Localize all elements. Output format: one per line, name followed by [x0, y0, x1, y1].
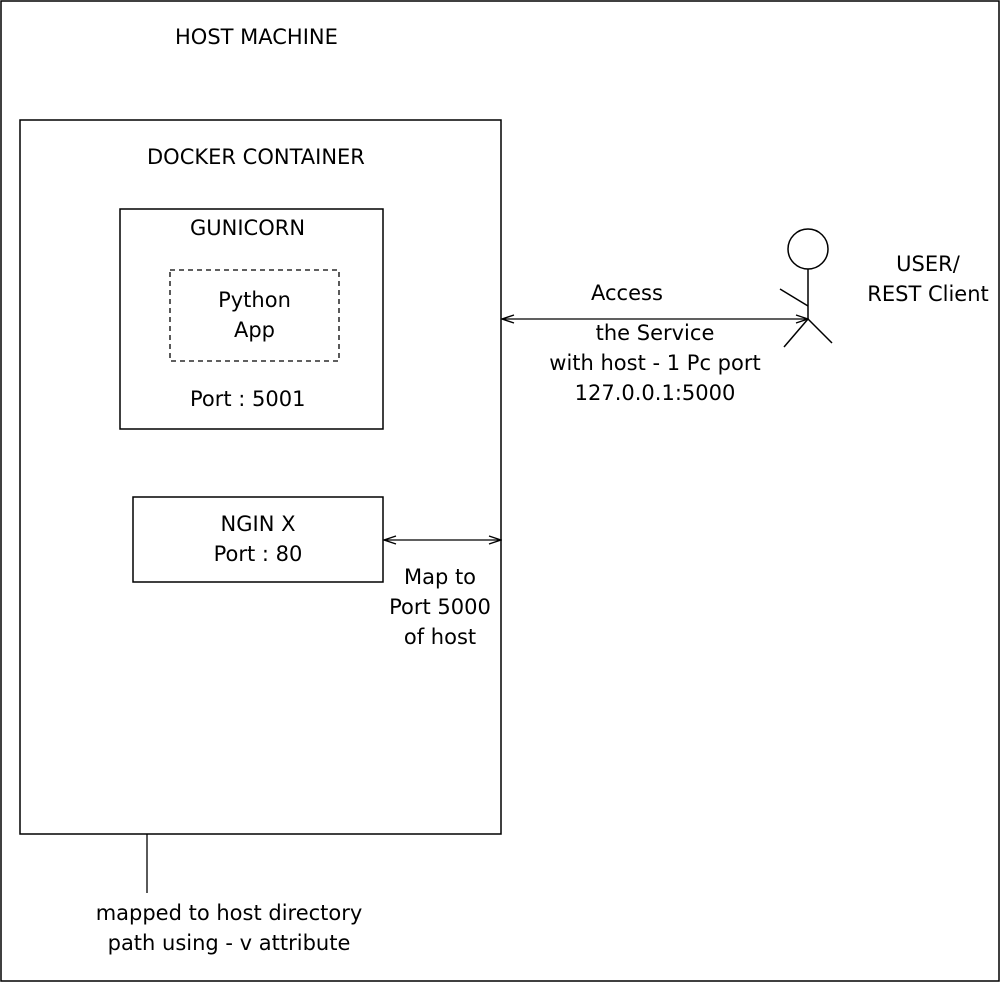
access-label-line-2: the Service — [595, 321, 715, 345]
volume-mapping-label: mapped to host directory path using - v … — [80, 898, 378, 958]
nginx-line-2: Port : 80 — [213, 542, 303, 566]
port-map-line-2: Port 5000 — [389, 595, 491, 619]
python-app-label: Python App — [170, 285, 339, 345]
user-label-line-1: USER/ — [896, 252, 960, 276]
user-stick-figure-icon — [779, 228, 833, 348]
python-app-box — [169, 269, 340, 362]
python-app-line-1: Python — [218, 288, 291, 312]
host-machine-title: HOST MACHINE — [175, 25, 338, 49]
port-map-line-1: Map to — [403, 565, 477, 589]
gunicorn-box — [119, 208, 384, 430]
docker-container-title: DOCKER CONTAINER — [147, 145, 365, 169]
volume-label-line-2: path using - v attribute — [107, 931, 351, 955]
gunicorn-title: GUNICORN — [190, 216, 306, 240]
nginx-line-1: NGIN X — [220, 512, 296, 536]
nginx-label: NGIN X Port : 80 — [133, 509, 383, 569]
user-label-line-2: REST Client — [867, 282, 989, 306]
access-label-line-4: 127.0.0.1:5000 — [574, 381, 736, 405]
docker-container-box — [19, 119, 502, 835]
gunicorn-port-label: Port : 5001 — [190, 387, 306, 411]
access-label-line-1: Access — [591, 281, 663, 305]
port-map-line-3: of host — [403, 625, 477, 649]
volume-label-line-1: mapped to host directory — [95, 901, 363, 925]
access-label-line-3: with host - 1 Pc port — [549, 351, 761, 375]
user-label: USER/ REST Client — [860, 249, 996, 309]
port-map-label: Map to Port 5000 of host — [380, 562, 500, 652]
access-label-block: the Service with host - 1 Pc port 127.0.… — [520, 318, 790, 408]
python-app-line-2: App — [233, 318, 276, 342]
